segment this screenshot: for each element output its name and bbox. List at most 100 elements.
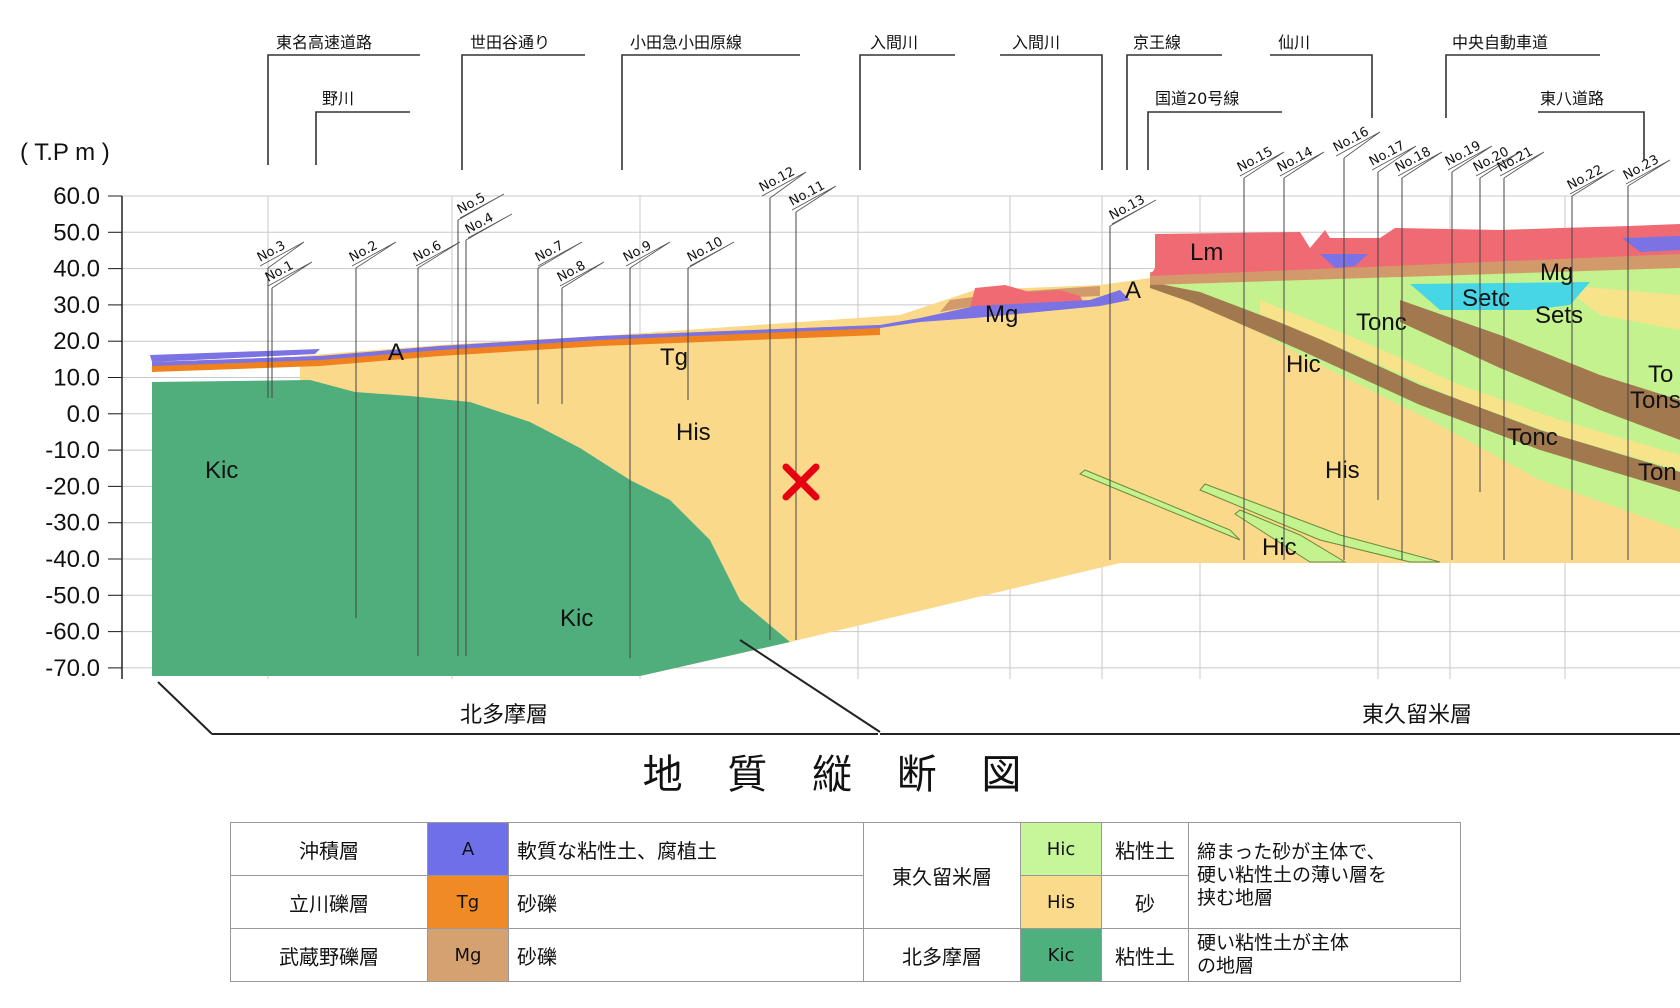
landmark-odakyu-line: 小田急小田原線: [630, 33, 742, 52]
borehole-leader: [1371, 145, 1417, 173]
landmark-route-20: 国道20号線: [1155, 89, 1239, 108]
label-sets: Sets: [1535, 302, 1583, 329]
borehole-leader: [1239, 151, 1285, 179]
layer-hic-lens-2: [1199, 483, 1441, 563]
borehole-leader: [1499, 151, 1545, 179]
borehole-leader: [1109, 199, 1157, 227]
landmark-tomei-expressway: 東名高速道路: [276, 33, 372, 52]
geologic-cross-section: 東名高速道路 野川 世田谷通り 小田急小田原線 入間川 入間川 京王線 国道20…: [20, 33, 1680, 735]
y-tick-label: 0.0: [67, 401, 100, 428]
label-hic-2: Hic: [1262, 534, 1297, 561]
formation-kitatama: 北多摩層: [460, 703, 548, 728]
legend-swatch-his: His: [1020, 875, 1102, 929]
cross-marker: [782, 463, 820, 501]
y-tick-label: -30.0: [45, 510, 100, 537]
landmark-nogawa-river: 野川: [322, 89, 354, 108]
borehole-leader: [457, 193, 505, 221]
legend-higashikurume-name: 東久留米層: [863, 822, 1021, 929]
borehole-leader: [1569, 169, 1615, 197]
landmark-tohachi-road: 東八道路: [1540, 89, 1604, 108]
y-tick-label: 10.0: [53, 365, 100, 392]
borehole-label: No.2: [347, 238, 380, 265]
label-to: To: [1648, 361, 1673, 388]
legend-name: 立川礫層: [230, 875, 428, 929]
borehole-label: No.9: [621, 238, 654, 265]
y-tick-label: 30.0: [53, 292, 100, 319]
borehole-leader: [465, 213, 513, 241]
legend-kitatama-name: 北多摩層: [863, 928, 1021, 982]
y-axis-unit-label: ( T.P m ): [20, 139, 110, 166]
legend-desc: 砂礫: [508, 875, 864, 929]
layer-a-alluvium-left: [150, 349, 320, 362]
y-axis-tick-labels: 60.0 50.0 40.0 30.0 20.0 10.0 0.0 -10.0 -20.0 -30…: [45, 183, 100, 682]
legend-row: 立川礫層 Tg 砂礫 His 砂: [230, 875, 1461, 929]
y-tick-label: 50.0: [53, 219, 100, 246]
label-mg-1: Mg: [985, 301, 1018, 328]
label-tons: Tons: [1630, 387, 1680, 414]
y-tick-label: -20.0: [45, 473, 100, 500]
landmark-setagaya-dori: 世田谷通り: [470, 33, 550, 52]
label-ton: Ton: [1638, 459, 1677, 486]
y-tick-label: 40.0: [53, 256, 100, 283]
y-tick-label: -50.0: [45, 582, 100, 609]
borehole-leader: [1279, 151, 1325, 179]
layer-lm-loam: [1150, 224, 1680, 276]
legend-swatch-mg: Mg: [427, 928, 509, 982]
legend-desc: 砂礫: [508, 928, 864, 982]
layer-hic-lens-3: [1234, 509, 1347, 563]
borehole-leader: [1625, 159, 1671, 187]
label-mg-2: Mg: [1540, 259, 1573, 286]
legend-table: 沖積層 A 軟質な粘性土、腐植土 東久留米層 Hic 粘性土 締まった砂が主体で…: [230, 822, 1461, 982]
label-lm: Lm: [1190, 239, 1223, 266]
legend-name: 武蔵野礫層: [230, 928, 428, 982]
legend-name: 沖積層: [230, 822, 428, 876]
legend-hic-type: 粘性土: [1101, 822, 1189, 876]
legend-swatch-kic: Kic: [1020, 928, 1102, 982]
borehole-leader: [1335, 131, 1381, 159]
y-tick-label: 20.0: [53, 328, 100, 355]
landmark-sengawa-river: 仙川: [1278, 33, 1310, 52]
borehole-label: No.8: [555, 258, 588, 285]
borehole-leader: [1447, 145, 1493, 173]
legend-desc: 軟質な粘性土、腐植土: [508, 822, 864, 876]
y-tick-label: 60.0: [53, 183, 100, 210]
layer-tg-gravel: [152, 325, 880, 372]
landmark-iriai-river-1: 入間川: [870, 33, 918, 52]
legend-swatch-a: A: [427, 822, 509, 876]
layer-hic-lens-1: [1079, 469, 1241, 541]
landmark-chuo-expressway: 中央自動車道: [1452, 33, 1548, 52]
label-a-1: A: [388, 339, 404, 366]
borehole-leader: [791, 185, 837, 213]
label-tonc-2: Tonc: [1507, 424, 1558, 451]
label-a-2: A: [1125, 277, 1141, 304]
y-tick-label: -10.0: [45, 437, 100, 464]
legend-swatch-hic: Hic: [1020, 822, 1102, 876]
formation-higashikurume: 東久留米層: [1362, 703, 1472, 728]
legend-row: 武蔵野礫層 Mg 砂礫 北多摩層 Kic 粘性土 硬い粘性土が主体 の地層: [230, 928, 1461, 982]
landmark-annotations: [267, 54, 1645, 170]
label-his-2: His: [1325, 457, 1360, 484]
borehole-label: No.6: [411, 238, 444, 265]
borehole-leader: [687, 241, 735, 269]
landmark-keio-line: 京王線: [1133, 33, 1181, 52]
label-setc: Setc: [1462, 285, 1510, 312]
legend-swatch-tg: Tg: [427, 875, 509, 929]
layer-tonc-brown-1: [1150, 282, 1680, 492]
borehole-leader: [1397, 151, 1443, 179]
borehole-leader: [537, 241, 583, 269]
label-his-1: His: [676, 419, 711, 446]
borehole-leader: [267, 261, 313, 289]
layer-sand-light-band-2: [1560, 285, 1680, 330]
borehole-leader: [259, 241, 305, 269]
legend-his-type: 砂: [1101, 875, 1189, 929]
layer-setc-clay: [1410, 282, 1590, 310]
borehole-leader: [559, 261, 605, 289]
formation-brackets: [157, 639, 1680, 735]
borehole-leader: [351, 241, 397, 269]
layer-a-alluvium-right: [1622, 236, 1680, 252]
y-tick-label: -70.0: [45, 655, 100, 682]
geologic-layers: [150, 224, 1680, 676]
legend-kic-type: 粘性土: [1101, 928, 1189, 982]
y-tick-label: -60.0: [45, 619, 100, 646]
layer-sand-light-band: [1260, 300, 1680, 470]
